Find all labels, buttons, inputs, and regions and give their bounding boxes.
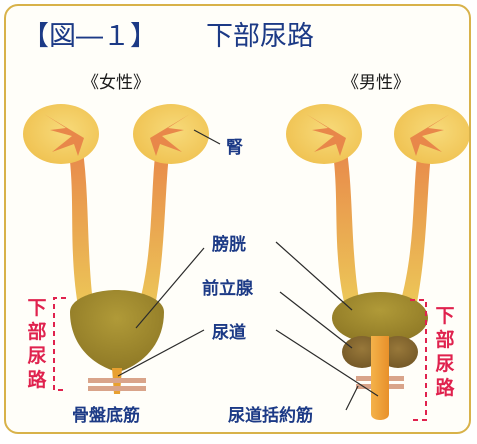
male-right-ureter bbox=[400, 144, 432, 308]
female-lower-urinary-tract-label: 下部尿路 bbox=[27, 297, 47, 391]
bladder-leader-line bbox=[135, 247, 205, 329]
female-pelvic-floor-upper bbox=[88, 378, 146, 383]
male-urethra bbox=[371, 336, 389, 420]
bladder-leader-line-male bbox=[275, 241, 353, 311]
female-urinary-system bbox=[23, 104, 209, 394]
male-lower-urinary-tract-label: 下部尿路 bbox=[435, 305, 455, 399]
urethra-label: 尿道 bbox=[212, 323, 246, 343]
male-urinary-system bbox=[286, 104, 469, 420]
female-left-renal-pelvis bbox=[44, 114, 84, 156]
urethra-leader-line-male bbox=[275, 329, 379, 397]
female-right-kidney bbox=[133, 104, 209, 164]
female-bladder bbox=[70, 290, 164, 372]
female-pelvic-floor-lower bbox=[88, 386, 146, 391]
sphincter-leader-line bbox=[345, 385, 359, 411]
leader-lines bbox=[117, 129, 379, 411]
female-left-kidney bbox=[23, 104, 99, 164]
lower-urinary-tract-figure: 【図―１】 下部尿路 《女性》 《男性》 腎 膀胱 前立腺 尿道 骨盤底筋 尿道… bbox=[4, 4, 471, 434]
female-panel-label: 《女性》 bbox=[82, 73, 150, 93]
kidney-leader-line bbox=[193, 129, 221, 145]
male-left-kidney bbox=[286, 104, 362, 164]
prostate-leader-line bbox=[279, 291, 353, 349]
urethra-leader-line bbox=[117, 329, 205, 377]
male-right-kidney bbox=[394, 104, 469, 164]
female-right-renal-pelvis bbox=[150, 114, 190, 156]
bladder-label: 膀胱 bbox=[212, 235, 246, 255]
female-left-ureter bbox=[68, 144, 94, 311]
pelvic-floor-label: 骨盤底筋 bbox=[72, 406, 140, 426]
male-left-renal-pelvis bbox=[306, 114, 346, 156]
kidney-label: 腎 bbox=[226, 138, 243, 158]
female-right-ureter bbox=[138, 144, 170, 312]
male-bladder bbox=[332, 292, 428, 344]
figure-label: 【図―１】 bbox=[22, 21, 157, 52]
male-right-renal-pelvis bbox=[410, 114, 450, 156]
anatomy-illustration bbox=[23, 104, 469, 421]
figure-heading: 下部尿路 bbox=[206, 21, 314, 52]
urethral-sphincter-label: 尿道括約筋 bbox=[228, 406, 313, 426]
prostate-label: 前立腺 bbox=[202, 279, 253, 299]
female-lower-tract-bracket bbox=[53, 297, 66, 391]
male-left-ureter bbox=[332, 144, 360, 306]
male-panel-label: 《男性》 bbox=[342, 73, 410, 93]
male-lower-tract-bracket bbox=[410, 299, 427, 421]
